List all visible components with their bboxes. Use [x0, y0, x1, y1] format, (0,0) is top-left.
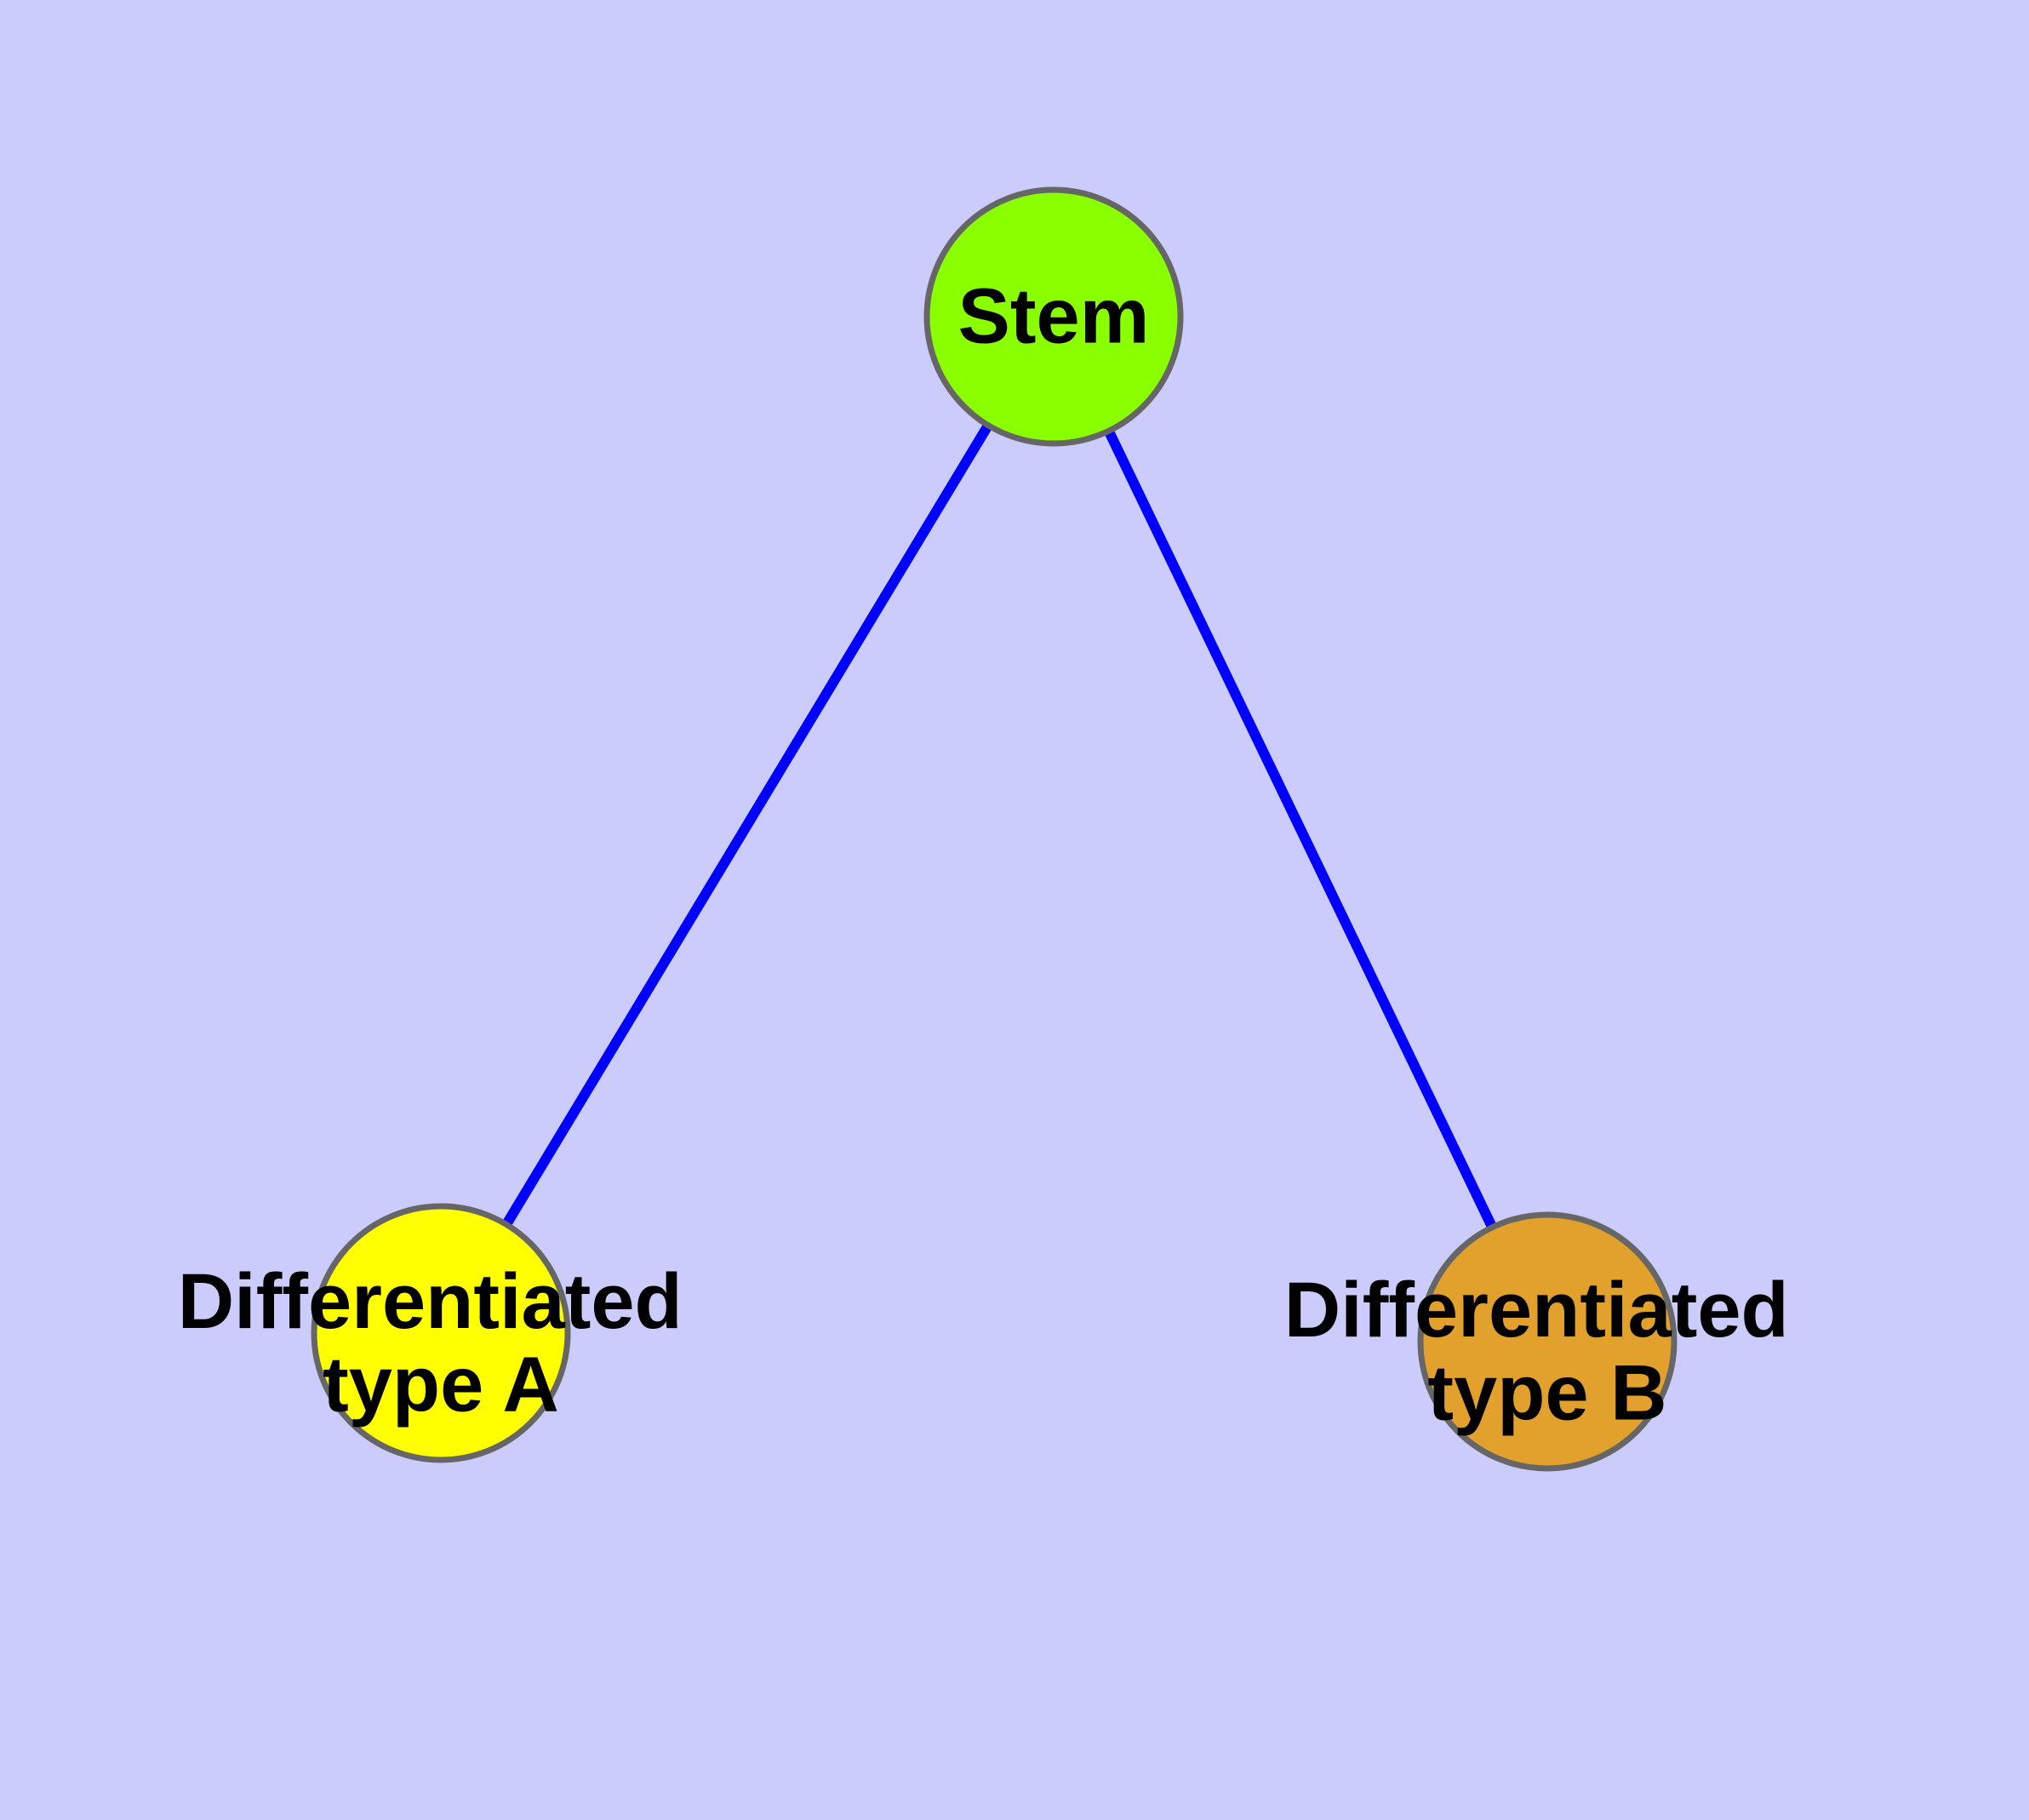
node-diff-b-circle[interactable]: [1417, 1211, 1677, 1472]
node-diff-a[interactable]: [311, 1203, 571, 1463]
node-layer: [311, 186, 1677, 1472]
node-stem-circle[interactable]: [923, 186, 1184, 447]
node-diff-a-label-line1: Differentiated: [178, 1258, 683, 1345]
node-diff-b[interactable]: [1417, 1211, 1677, 1472]
node-stem-label: Stem: [958, 273, 1150, 360]
edge-stem-to-diff-a[interactable]: [436, 313, 1059, 1336]
node-stem-label-line1: Stem: [958, 273, 1150, 360]
label-layer: Stem Differentiated type A Differentiate…: [178, 273, 1811, 1437]
node-diff-a-label: Differentiated type A: [178, 1252, 705, 1428]
node-diff-a-circle[interactable]: [311, 1203, 571, 1463]
node-stem[interactable]: [923, 186, 1184, 447]
node-diff-a-label-line2: type A: [323, 1342, 559, 1428]
edge-stem-to-diff-b[interactable]: [1049, 314, 1552, 1344]
edge-layer: [436, 313, 1552, 1344]
node-diff-b-label: Differentiated type B: [1284, 1261, 1811, 1436]
node-diff-b-label-line1: Differentiated: [1284, 1267, 1789, 1354]
node-diff-b-label-line2: type B: [1427, 1350, 1666, 1437]
